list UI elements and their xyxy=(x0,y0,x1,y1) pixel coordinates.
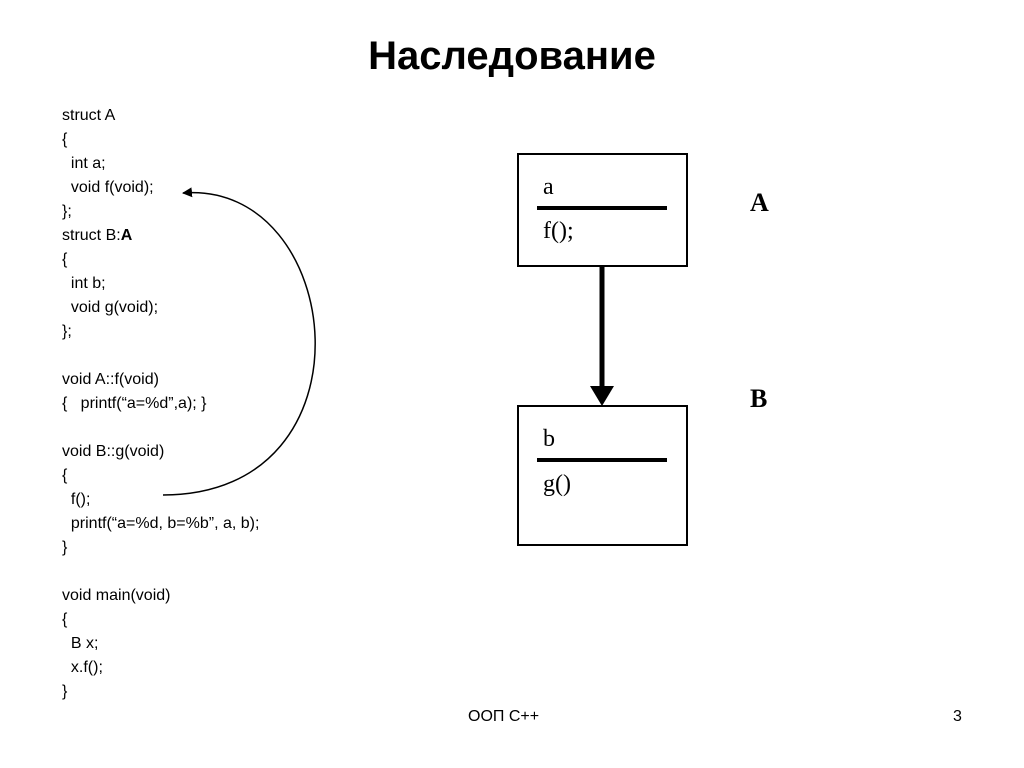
code-line: }; xyxy=(62,200,259,224)
code-line: int b; xyxy=(62,272,259,296)
code-listing: struct A { int a; void f(void);}; struct B… xyxy=(62,104,259,704)
code-line-text: struct A xyxy=(62,107,116,124)
class-b-divider xyxy=(537,458,667,462)
class-a-label: A xyxy=(750,188,769,217)
footer-page-number: 3 xyxy=(953,708,962,725)
code-line: } xyxy=(62,680,259,704)
code-line-text: int a; xyxy=(62,155,106,172)
code-line: B x; xyxy=(62,632,259,656)
class-a-box: a f(); xyxy=(517,153,688,267)
call-arrow-curve xyxy=(162,187,316,496)
code-line: struct A xyxy=(62,104,259,128)
code-line: void A::f(void) xyxy=(62,368,259,392)
code-line: { xyxy=(62,248,259,272)
code-line-text: void main(void) xyxy=(62,587,171,604)
code-line: printf(“a=%d, b=%b”, a, b); xyxy=(62,512,260,536)
code-line-text: { xyxy=(62,131,68,148)
code-line-text: }; xyxy=(62,203,72,220)
class-b-method: g() xyxy=(543,471,571,497)
code-line: void B::g(void) xyxy=(62,440,259,464)
code-line-text: B x; xyxy=(62,635,99,652)
code-line-text: }; xyxy=(62,323,72,340)
code-line-text: x.f(); xyxy=(62,659,103,676)
class-a-field: a xyxy=(543,174,554,200)
code-line-text: void A::f(void) xyxy=(62,371,159,388)
code-line: struct B:A xyxy=(62,224,259,248)
code-line-text: } xyxy=(62,539,68,556)
class-b-box: b g() xyxy=(517,405,688,546)
code-line-text: f(); xyxy=(62,491,91,508)
code-line: void f(void); xyxy=(62,176,259,200)
class-b-field: b xyxy=(543,426,555,452)
class-a-method: f(); xyxy=(543,218,574,244)
code-line-text: void g(void); xyxy=(62,299,159,316)
code-line: { xyxy=(62,464,259,488)
code-line: void g(void); xyxy=(62,296,259,320)
code-line-text: } xyxy=(62,683,68,700)
class-b-label: B xyxy=(750,384,768,413)
code-line: }; xyxy=(62,320,259,344)
code-line-text: { xyxy=(62,251,68,268)
footer-course: ООП С++ xyxy=(468,708,540,725)
code-line: { printf(“a=%d”,a); } xyxy=(62,392,259,416)
code-line: { xyxy=(62,608,259,632)
code-line-text: void f(void); xyxy=(62,179,154,196)
code-line-text: printf(“a=%d, b=%b”, a, b); xyxy=(62,515,260,532)
code-line: { xyxy=(62,128,259,152)
code-line-text: { xyxy=(62,611,68,628)
code-line-text: { printf(“a=%d”,a); } xyxy=(62,395,207,412)
code-line: x.f(); xyxy=(62,656,259,680)
inheritance-arrow-head xyxy=(590,386,614,406)
code-line-text: void B::g(void) xyxy=(62,443,165,460)
code-line: } xyxy=(62,536,259,560)
code-line-text: struct B: xyxy=(62,227,121,244)
code-line: f(); xyxy=(62,488,259,512)
code-line: int a; xyxy=(62,152,259,176)
code-line-text: { xyxy=(62,467,68,484)
class-a-divider xyxy=(537,206,667,210)
slide-title: Наследование xyxy=(368,34,656,78)
code-line-text: int b; xyxy=(62,275,106,292)
code-base-class-name: A xyxy=(120,227,133,244)
code-line: void main(void) xyxy=(62,584,259,608)
